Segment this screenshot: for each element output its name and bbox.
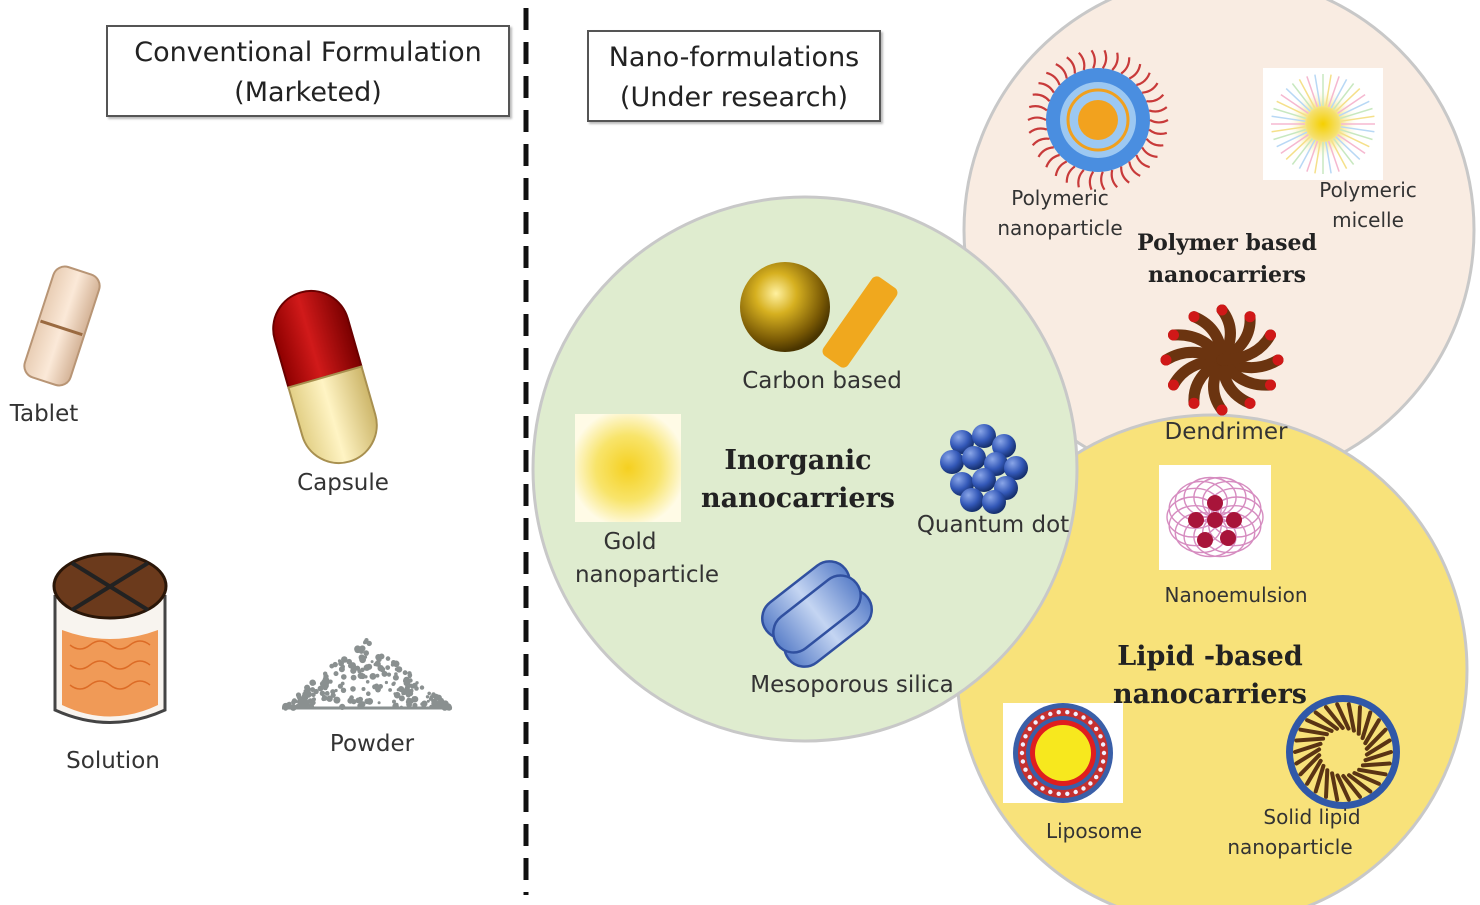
nanoemulsion-label: Nanoemulsion — [1164, 583, 1308, 607]
capsule-icon — [272, 289, 378, 465]
powder-icon — [282, 638, 453, 711]
sln-line2: nanoparticle — [1227, 835, 1353, 859]
polymeric-nanoparticle-icon — [1027, 49, 1169, 191]
quantum-dot-label: Quantum dot — [916, 512, 1070, 538]
micelle-line2: micelle — [1332, 208, 1404, 232]
polymeric-micelle-label: Polymeric micelle — [1319, 175, 1417, 235]
dendrimer-icon — [1160, 304, 1284, 416]
conventional-header-line1: Conventional Formulation — [134, 37, 482, 68]
nano-header-line2: (Under research) — [619, 82, 849, 113]
liposome-label: Liposome — [1045, 819, 1143, 843]
nanoemulsion-icon — [1159, 465, 1271, 570]
gold-nanoparticle-icon — [575, 414, 681, 522]
polymeric-micelle-icon — [1263, 68, 1383, 180]
inorganic-title-line2: nanocarriers — [700, 483, 896, 514]
inorganic-title: Inorganic nanocarriers — [701, 442, 895, 518]
gold-label-line2: nanoparticle — [574, 562, 720, 588]
lipid-title: Lipid -based nanocarriers — [1113, 638, 1307, 714]
powder-label: Powder — [329, 731, 415, 757]
solid-lipid-nanoparticle-label: Solid lipid nanoparticle — [1219, 802, 1360, 862]
tablet-label: Tablet — [9, 401, 79, 427]
lipid-title-line2: nanocarriers — [1112, 679, 1308, 710]
solution-label: Solution — [66, 748, 160, 774]
carbon-based-icon — [740, 262, 898, 368]
conventional-header-box: Conventional Formulation (Marketed) — [106, 25, 510, 117]
dendrimer-label: Dendrimer — [1164, 419, 1288, 445]
liposome-icon — [1003, 703, 1123, 803]
carbon-based-label: Carbon based — [742, 368, 902, 394]
polymeric-nanoparticle-label: Polymeric nanoparticle — [997, 183, 1122, 243]
gold-nanoparticle-label: Gold nanoparticle — [541, 526, 719, 592]
micelle-line1: Polymeric — [1319, 178, 1417, 202]
solid-lipid-nanoparticle-icon — [1286, 695, 1400, 809]
mesoporous-silica-label: Mesoporous silica — [750, 672, 954, 698]
tablet-icon — [23, 265, 101, 387]
nano-header-box: Nano-formulations (Under research) — [587, 30, 881, 122]
polymeric-np-line1: Polymeric — [1011, 186, 1109, 210]
inorganic-circle — [531, 195, 1079, 743]
nano-header-line1: Nano-formulations — [608, 42, 860, 73]
gold-label-line1: Gold — [603, 529, 657, 555]
inorganic-title-line1: Inorganic — [724, 445, 872, 476]
mesoporous-silica-icon — [761, 560, 873, 668]
sln-line1: Solid lipid — [1263, 805, 1361, 829]
lipid-title-line1: Lipid -based — [1117, 641, 1303, 672]
polymer-title: Polymer based nanocarriers — [1137, 227, 1317, 291]
capsule-label: Capsule — [297, 470, 389, 496]
conventional-header-line2: (Marketed) — [234, 77, 382, 108]
solution-jar-icon — [52, 552, 168, 724]
polymer-title-line2: nanocarriers — [1147, 262, 1307, 288]
quantum-dot-icon — [940, 424, 1028, 514]
polymeric-np-line2: nanoparticle — [997, 216, 1123, 240]
polymer-title-line1: Polymer based — [1137, 230, 1317, 256]
